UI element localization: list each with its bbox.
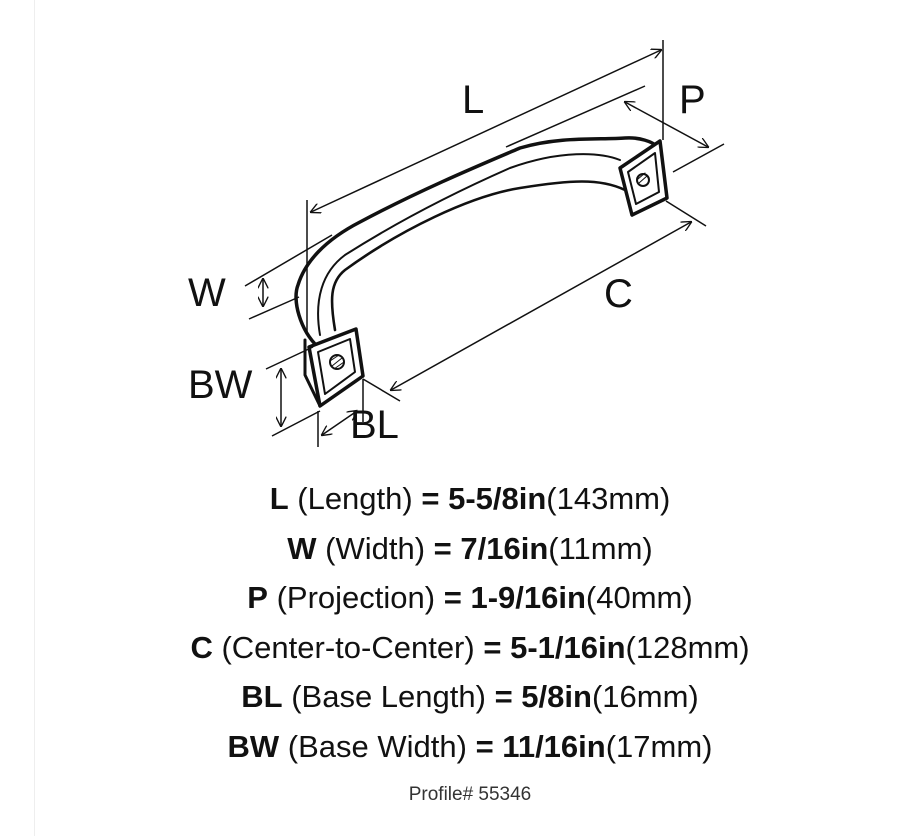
spec-code: W	[287, 530, 317, 566]
spec-name: (Center-to-Center)	[221, 629, 475, 665]
spec-imperial: 5-5/8in	[448, 481, 547, 516]
spec-code: C	[190, 629, 213, 665]
dimension-label-L: L	[462, 78, 484, 122]
spec-name: (Length)	[297, 481, 413, 516]
dimension-label-P: P	[679, 78, 706, 122]
dimension-label-C: C	[604, 272, 633, 316]
dimension-specs: L (Length) = 5-5/8in(143mm) W (Width) = …	[0, 474, 912, 771]
spec-name: (Width)	[325, 530, 426, 566]
spec-code: BW	[227, 728, 280, 764]
spec-code: L	[269, 481, 289, 516]
spec-imperial: 11/16in	[502, 728, 606, 764]
spec-metric: (16mm)	[591, 679, 699, 714]
spec-center-to-center: C (Center-to-Center) = 5-1/16in(128mm)	[0, 623, 912, 673]
spec-width: W (Width) = 7/16in(11mm)	[0, 524, 912, 574]
spec-imperial: 5-1/16in	[510, 629, 626, 665]
spec-metric: (11mm)	[548, 530, 653, 566]
dimension-label-BW: BW	[188, 363, 253, 407]
spec-equals: =	[475, 728, 494, 764]
spec-metric: (128mm)	[625, 629, 750, 665]
spec-name: (Base Length)	[291, 679, 486, 714]
spec-name: (Projection)	[276, 580, 436, 615]
spec-base-width: BW (Base Width) = 11/16in(17mm)	[0, 722, 912, 772]
dimension-label-BL: BL	[350, 403, 399, 447]
spec-equals: =	[421, 481, 440, 516]
spec-equals: =	[494, 679, 513, 714]
spec-base-length: BL (Base Length) = 5/8in(16mm)	[0, 672, 912, 722]
spec-metric: (40mm)	[585, 580, 693, 615]
spec-metric: (17mm)	[605, 728, 713, 764]
spec-equals: =	[443, 580, 462, 615]
spec-imperial: 5/8in	[521, 679, 592, 714]
spec-equals: =	[483, 629, 502, 665]
spec-length: L (Length) = 5-5/8in(143mm)	[0, 474, 912, 524]
frame-border	[34, 0, 35, 836]
dimension-label-W: W	[188, 271, 226, 315]
spec-imperial: 1-9/16in	[470, 580, 586, 615]
spec-metric: (143mm)	[546, 481, 671, 516]
cabinet-pull-diagram: L P W C BW BL	[188, 40, 725, 447]
spec-imperial: 7/16in	[460, 530, 549, 566]
profile-number: Profile# 55346	[408, 784, 532, 805]
spec-projection: P (Projection) = 1-9/16in(40mm)	[0, 573, 912, 623]
spec-code: BL	[241, 679, 283, 714]
spec-code: P	[247, 580, 268, 615]
dimension-lines	[244, 40, 725, 447]
spec-equals: =	[433, 530, 452, 566]
spec-name: (Base Width)	[287, 728, 467, 764]
